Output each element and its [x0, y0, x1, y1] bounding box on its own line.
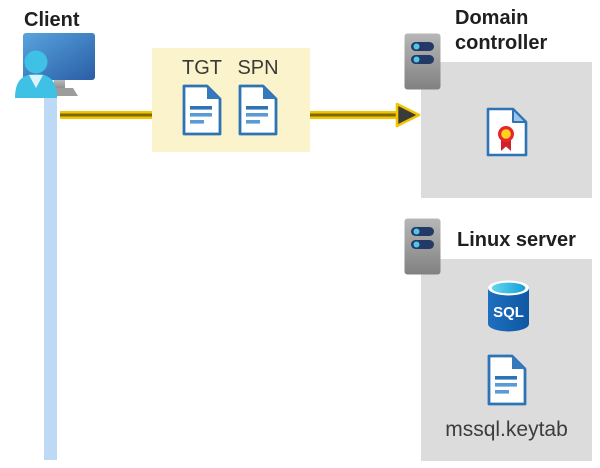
ticket-box — [152, 48, 310, 152]
sql-database-icon: SQL — [488, 280, 529, 332]
user-icon — [15, 50, 57, 98]
client-timeline-line — [44, 92, 57, 460]
keytab-label: mssql.keytab — [445, 418, 568, 441]
arrow-right-icon — [395, 102, 421, 128]
keytab-document-icon — [487, 354, 527, 406]
spn-document-icon — [238, 84, 278, 136]
dc-server-icon — [404, 33, 441, 90]
linux-server-icon — [404, 218, 441, 275]
sql-text: SQL — [493, 304, 524, 321]
tgt-document-icon — [182, 84, 222, 136]
client-label: Client — [24, 9, 80, 31]
domain-controller-label: Domain controller — [455, 7, 548, 54]
certificate-icon — [486, 107, 528, 157]
tgt-label: TGT — [182, 57, 222, 79]
linux-server-label: Linux server — [457, 229, 576, 251]
spn-label: SPN — [237, 57, 279, 79]
client-computer-icon — [15, 33, 95, 98]
